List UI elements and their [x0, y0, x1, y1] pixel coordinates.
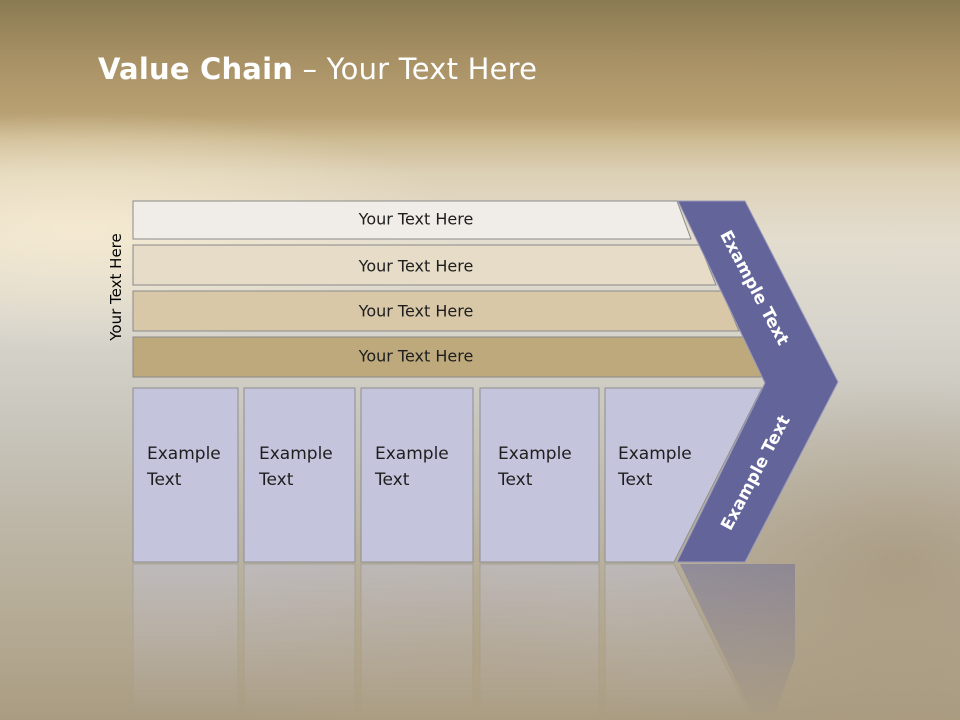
box-5	[604, 387, 763, 563]
box-1-line1: Example	[147, 444, 221, 464]
box-3-line1: Example	[375, 444, 449, 464]
box-3	[360, 387, 474, 563]
box-5-line2: Text	[617, 470, 653, 490]
diagram-reflection	[132, 563, 795, 720]
box-1	[132, 387, 239, 563]
title-rest: – Your Text Here	[293, 52, 538, 86]
box-4-line2: Text	[497, 470, 533, 490]
box-2-label: Example Text	[258, 444, 338, 490]
bar-1-label: Your Text Here	[358, 210, 474, 229]
slide-title: Value Chain – Your Text Here	[98, 52, 537, 86]
bar-1	[132, 200, 692, 240]
box-5-line1: Example	[618, 444, 692, 464]
box-3-line2: Text	[374, 470, 410, 490]
box-4-label: Example Text	[497, 444, 577, 490]
chevron-arrow	[676, 200, 839, 563]
bar-2-label: Your Text Here	[358, 257, 474, 276]
bar-2	[132, 244, 717, 286]
box-4-line1: Example	[498, 444, 572, 464]
box-4	[479, 387, 600, 563]
box-2-line2: Text	[258, 470, 294, 490]
box-3-label: Example Text	[374, 444, 454, 490]
bar-3-label: Your Text Here	[358, 302, 474, 321]
box-2	[243, 387, 356, 563]
bar-3	[132, 290, 740, 332]
box-2-line1: Example	[259, 444, 333, 464]
bar-4-label: Your Text Here	[358, 347, 474, 366]
box-1-label: Example Text	[146, 444, 226, 490]
box-5-label: Example Text	[617, 444, 697, 490]
title-bold: Value Chain	[98, 52, 294, 86]
box-1-line2: Text	[146, 470, 182, 490]
